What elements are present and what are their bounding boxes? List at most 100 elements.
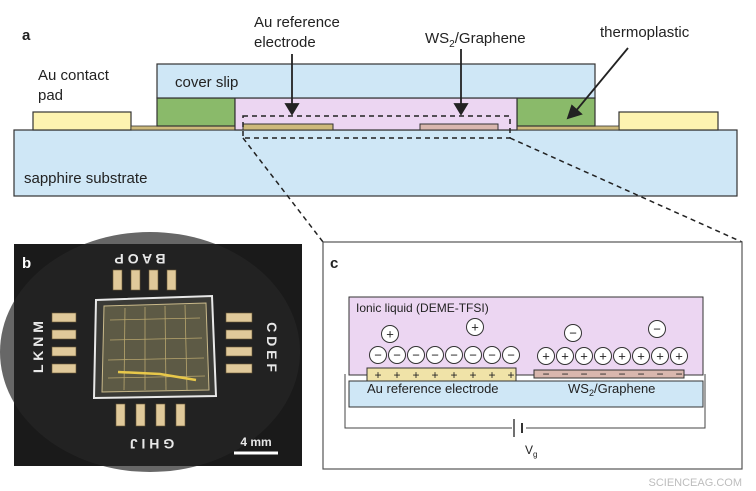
au-surface-charge-2: + <box>393 368 400 382</box>
panel-c-letter: c <box>330 255 338 272</box>
ws2-graphene-film <box>533 369 685 379</box>
gold-wire <box>117 370 197 382</box>
trace-2 <box>109 337 203 341</box>
anion-free-1 <box>564 324 582 342</box>
pin-letters-left: L K N M <box>30 321 46 373</box>
pad-right-1 <box>225 312 253 323</box>
zoom-line-right <box>509 137 743 243</box>
au-surface-charge-7: + <box>488 368 495 382</box>
watermark: SCIENCEAG.COM <box>648 477 742 489</box>
cation-3 <box>575 347 593 365</box>
pad-right-2 <box>225 329 253 340</box>
pads-left <box>51 312 77 374</box>
pin-letters-bottom: G H I J <box>130 436 174 452</box>
sapphire-substrate <box>13 129 738 197</box>
panel-a: a sapphire substrate cover slip Au conta… <box>13 14 743 243</box>
anion-7 <box>483 346 501 364</box>
chip-photo <box>101 302 210 393</box>
cation-3-symbol: + <box>580 349 588 364</box>
ws2-graphene-label: WS2/Graphene <box>425 30 526 50</box>
ws2-surface-charge-3: − <box>580 367 587 381</box>
thermoplastic-left <box>156 97 236 127</box>
ws2-graphene-film-label: WS2/Graphene <box>568 381 655 398</box>
au-reference-electrode <box>366 367 517 382</box>
cation-free-1-symbol: + <box>386 327 394 342</box>
au-surface-charge-6: + <box>469 368 476 382</box>
ws2-surface-charge-8: − <box>675 367 682 381</box>
cation-8-symbol: + <box>675 349 683 364</box>
panel-c: c Vg Ionic liquid (DEME-TFSI) Au referen… <box>322 241 743 470</box>
pad-top-3 <box>148 269 159 291</box>
anion-8 <box>502 346 520 364</box>
arrow-thermoplastic-head <box>566 104 583 120</box>
pad-left-1 <box>51 312 77 323</box>
pad-bottom-4 <box>175 403 186 427</box>
au-contact-pad-label-1: Au contact <box>38 67 110 84</box>
cover-slip-label: cover slip <box>175 74 238 91</box>
anion-5-symbol: − <box>450 348 458 363</box>
au-contact-pad-label-2: pad <box>38 87 63 104</box>
pad-left-3 <box>51 346 77 357</box>
cation-1-symbol: + <box>542 349 550 364</box>
panel-b-letter: b <box>22 255 31 272</box>
ws2-surface-charge-7: − <box>656 367 663 381</box>
pads-bottom <box>115 403 186 427</box>
cation-2 <box>556 347 574 365</box>
pad-bottom-3 <box>155 403 166 427</box>
anion-2 <box>388 346 406 364</box>
cation-6 <box>632 347 650 365</box>
cation-6-symbol: + <box>637 349 645 364</box>
anion-7-symbol: − <box>488 348 496 363</box>
cation-7-symbol: + <box>656 349 664 364</box>
ws2-surface-charge-5: − <box>618 367 625 381</box>
zoom-dashed-box <box>242 115 511 139</box>
thermoplastic-label: thermoplastic <box>600 24 690 41</box>
pad-top-2 <box>130 269 141 291</box>
pad-left-4 <box>51 363 77 374</box>
anion-free-1-symbol: − <box>569 326 577 341</box>
au-reference-electrode-strip <box>242 123 334 131</box>
trace-8 <box>184 304 188 391</box>
cover-slip <box>156 63 596 99</box>
zoom-line-left <box>242 137 324 243</box>
pad-right-3 <box>225 346 253 357</box>
anion-free-2-symbol: − <box>653 322 661 337</box>
panel-a-arrows <box>284 47 629 120</box>
au-contact-pad-right <box>618 111 719 131</box>
anion-4-symbol: − <box>431 348 439 363</box>
pad-top-4 <box>166 269 177 291</box>
anion-free-2 <box>648 320 666 338</box>
cation-free-2 <box>466 318 484 336</box>
cation-7 <box>651 347 669 365</box>
au-surface-charge-8: + <box>507 368 514 382</box>
panel-c-substrate <box>348 380 704 408</box>
vg-label: Vg <box>525 443 537 459</box>
cation-2-symbol: + <box>561 349 569 364</box>
ws2-surface-charge-1: − <box>542 367 549 381</box>
cation-free-2-symbol: + <box>471 320 479 335</box>
pad-bottom-1 <box>115 403 126 427</box>
pin-letters-top: B A O P <box>114 251 165 267</box>
au-surface-charge-4: + <box>431 368 438 382</box>
ws2-surface-charge-2: − <box>561 367 568 381</box>
au-reference-label-2: electrode <box>254 34 316 51</box>
scale-bar-label: 4 mm <box>240 435 271 449</box>
ws2-surface-charge-6: − <box>637 367 644 381</box>
anion-2-symbol: − <box>393 348 401 363</box>
au-contact-pad-left <box>32 111 132 131</box>
anion-5 <box>445 346 463 364</box>
au-surface-charge-3: + <box>412 368 419 382</box>
au-surface-charge-1: + <box>374 368 381 382</box>
cation-5-symbol: + <box>618 349 626 364</box>
cation-4 <box>594 347 612 365</box>
anion-1 <box>369 346 387 364</box>
au-reference-electrode-label: Au reference electrode <box>367 381 499 396</box>
anion-4 <box>426 346 444 364</box>
pad-top-1 <box>112 269 123 291</box>
anion-1-symbol: − <box>374 348 382 363</box>
pad-left-2 <box>51 329 77 340</box>
arrow-ws2-head <box>453 103 469 116</box>
anion-3 <box>407 346 425 364</box>
pin-letters-right: C D E F <box>264 322 280 372</box>
